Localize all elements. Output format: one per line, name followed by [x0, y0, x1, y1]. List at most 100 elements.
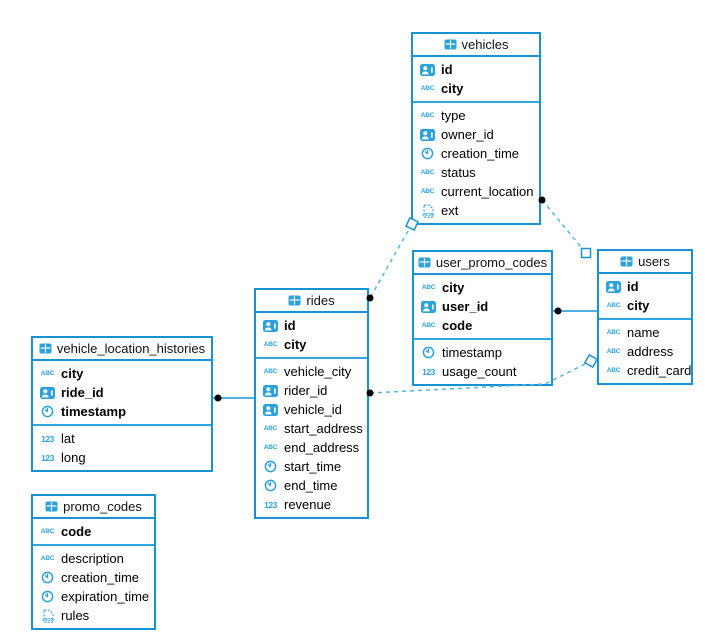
table-field-row[interactable]: 123 revenue [262, 495, 361, 514]
field-name: lat [61, 431, 75, 446]
table-field-row[interactable]: ABC name [605, 323, 685, 342]
table-field-row[interactable]: ABC end_address [262, 438, 361, 457]
table-field-row[interactable]: rider_id [262, 381, 361, 400]
field-name: credit_card [627, 363, 692, 378]
db-table-vehicles[interactable]: vehicles id ABC city ABC type owner_id c… [411, 32, 541, 225]
fields-section: 123 lat 123 long [33, 426, 211, 470]
field-name: user_id [442, 299, 489, 314]
table-field-row[interactable]: ABC start_address [262, 419, 363, 438]
field-name: creation_time [61, 570, 140, 585]
field-name: name [627, 325, 660, 340]
table-field-row[interactable]: id [605, 277, 685, 296]
table-field-row[interactable]: ABC description [39, 549, 148, 568]
clock-icon [262, 479, 279, 492]
relationship-dot-marker [214, 394, 222, 402]
field-name: city [627, 298, 650, 313]
field-name: creation_time [441, 146, 520, 161]
table-header[interactable]: rides [256, 290, 367, 313]
table-field-row[interactable]: JSON rules [39, 606, 148, 625]
table-field-row[interactable]: ABC type [419, 106, 533, 125]
db-table-rides[interactable]: rides id ABC city ABC vehicle_city rider… [254, 288, 369, 519]
db-table-promo_codes[interactable]: promo_codes ABC code ABC description cre… [31, 494, 156, 630]
db-table-users[interactable]: users id ABC city ABC name ABC address A… [597, 249, 693, 385]
table-icon [444, 39, 457, 50]
table-field-row[interactable]: 123 usage_count [420, 362, 545, 381]
person-badge-icon [605, 280, 622, 293]
table-field-row[interactable]: expiration_time [39, 587, 149, 606]
field-name: description [61, 551, 124, 566]
clock-icon [419, 147, 436, 160]
table-header[interactable]: vehicles [413, 34, 539, 57]
fields-section: ABC type owner_id creation_time ABC stat… [413, 103, 539, 223]
table-field-row[interactable]: ABC vehicle_city [262, 362, 361, 381]
table-header[interactable]: vehicle_location_histories [33, 338, 211, 361]
abc-icon: ABC [263, 425, 278, 432]
table-field-row[interactable]: ABC status [419, 163, 533, 182]
person-badge-icon [262, 384, 279, 397]
field-name: city [442, 280, 465, 295]
table-field-row[interactable]: timestamp [39, 402, 205, 421]
svg-text:JSON: JSON [422, 212, 433, 217]
table-field-row[interactable]: 123 long [39, 448, 205, 467]
abc-icon: ABC [420, 85, 435, 92]
primary-key-section: id ABC city [599, 274, 691, 320]
relationship-dot-marker [554, 307, 562, 315]
abc-icon: ABC [263, 444, 278, 451]
fields-section: ABC vehicle_city rider_id vehicle_id ABC… [256, 359, 367, 517]
table-icon [288, 295, 301, 306]
primary-key-section: id ABC city [413, 57, 539, 103]
number-icon: 123 [41, 433, 54, 444]
table-header[interactable]: user_promo_codes [414, 252, 551, 275]
field-name: status [441, 165, 476, 180]
table-field-row[interactable]: creation_time [39, 568, 148, 587]
person-badge-icon [39, 386, 56, 399]
relationship-vehicles-users [541, 199, 587, 254]
table-field-row[interactable]: ABC code [420, 316, 545, 335]
table-field-row[interactable]: ABC city [419, 79, 533, 98]
table-field-row[interactable]: start_time [262, 457, 361, 476]
db-table-vehicle_location_histories[interactable]: vehicle_location_histories ABC city ride… [31, 336, 213, 472]
table-field-row[interactable]: user_id [420, 297, 545, 316]
table-field-row[interactable]: creation_time [419, 144, 533, 163]
table-field-row[interactable]: vehicle_id [262, 400, 361, 419]
number-icon: 123 [422, 366, 435, 377]
table-field-row[interactable]: owner_id [419, 125, 533, 144]
table-field-row[interactable]: ABC city [262, 335, 361, 354]
table-field-row[interactable]: id [419, 60, 533, 79]
table-header[interactable]: users [599, 251, 691, 274]
table-field-row[interactable]: ABC city [39, 364, 205, 383]
svg-text:JSON: JSON [42, 617, 53, 622]
table-field-row[interactable]: ABC city [605, 296, 685, 315]
field-name: city [441, 81, 464, 96]
primary-key-section: id ABC city [256, 313, 367, 359]
table-field-row[interactable]: ABC address [605, 342, 685, 361]
table-field-row[interactable]: JSON ext [419, 201, 533, 220]
db-table-user_promo_codes[interactable]: user_promo_codes ABC city user_id ABC co… [412, 250, 553, 386]
field-name: timestamp [442, 345, 502, 360]
field-name: city [284, 337, 307, 352]
person-badge-icon [262, 319, 279, 332]
person-badge-icon [262, 403, 279, 416]
table-field-row[interactable]: 123 lat [39, 429, 205, 448]
table-header[interactable]: promo_codes [33, 496, 154, 519]
fields-section: ABC description creation_time expiration… [33, 546, 154, 628]
json-icon: JSON [419, 204, 436, 218]
clock-icon [39, 590, 56, 603]
clock-icon [262, 460, 279, 473]
fields-section: timestamp 123 usage_count [414, 340, 551, 384]
field-name: id [284, 318, 296, 333]
field-name: start_address [284, 421, 363, 436]
person-badge-icon [419, 128, 436, 141]
field-name: rider_id [284, 383, 328, 398]
table-field-row[interactable]: end_time [262, 476, 361, 495]
table-field-row[interactable]: ABC credit_card [605, 361, 692, 380]
table-field-row[interactable]: ABC code [39, 522, 148, 541]
table-field-row[interactable]: ABC current_location [419, 182, 534, 201]
table-field-row[interactable]: id [262, 316, 361, 335]
abc-icon: ABC [263, 368, 278, 375]
table-field-row[interactable]: ride_id [39, 383, 205, 402]
table-field-row[interactable]: ABC city [420, 278, 545, 297]
fields-section: ABC name ABC address ABC credit_card [599, 320, 692, 383]
table-field-row[interactable]: timestamp [420, 343, 545, 362]
